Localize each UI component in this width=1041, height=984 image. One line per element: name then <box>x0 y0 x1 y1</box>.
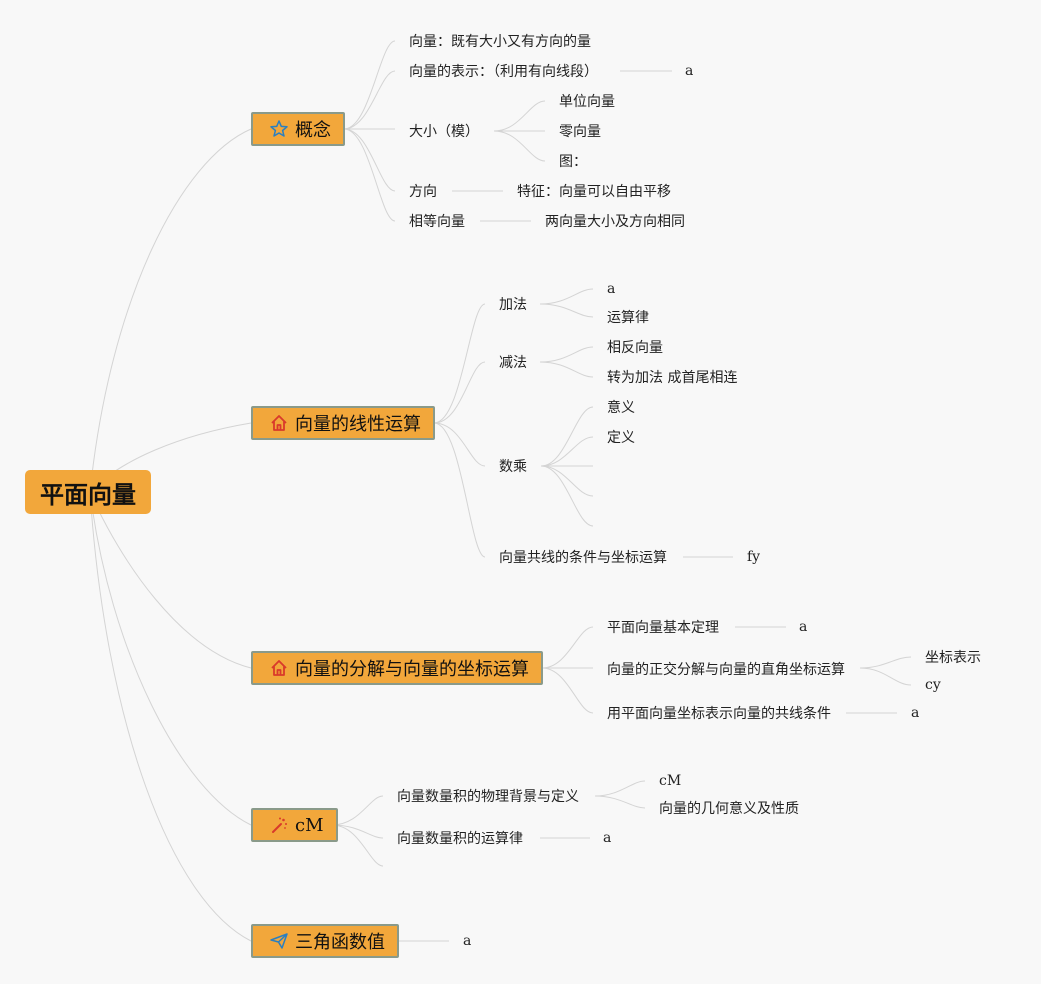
branch-decomposition[interactable]: 向量的分解与向量的坐标运算 <box>251 651 543 685</box>
addition-laws[interactable]: 运算律 <box>607 310 649 326</box>
branch-dot-product[interactable]: cM <box>251 808 338 842</box>
opposite-vector[interactable]: 相反向量 <box>607 340 663 356</box>
star-icon <box>269 119 289 139</box>
unit-vector[interactable]: 单位向量 <box>559 94 615 110</box>
home-icon <box>269 413 289 433</box>
representation-value[interactable]: a <box>685 63 694 79</box>
addition[interactable]: 加法 <box>499 297 527 313</box>
trig-value[interactable]: a <box>463 933 472 949</box>
dot-product-laws-value[interactable]: a <box>603 830 612 846</box>
basic-theorem-value[interactable]: a <box>799 619 808 635</box>
coordinate-collinear-value[interactable]: a <box>911 705 920 721</box>
concept-representation[interactable]: 向量的表示：（利用有向线段） <box>409 64 598 80</box>
scalar-meaning[interactable]: 意义 <box>607 400 635 416</box>
coordinate-value[interactable]: cy <box>925 677 941 693</box>
dot-product-cm[interactable]: cM <box>659 773 682 789</box>
dot-product-background[interactable]: 向量数量积的物理背景与定义 <box>397 789 579 805</box>
root-topic[interactable]: 平面向量 <box>25 470 151 514</box>
dot-product-laws[interactable]: 向量数量积的运算律 <box>397 831 523 847</box>
magic-wand-icon <box>269 815 289 835</box>
zero-vector[interactable]: 零向量 <box>559 124 601 140</box>
collinear-conditions[interactable]: 向量共线的条件与坐标运算 <box>499 550 667 566</box>
scalar-multiplication[interactable]: 数乘 <box>499 459 527 475</box>
concept-magnitude[interactable]: 大小（模） <box>409 124 479 140</box>
branch-label: 向量的线性运算 <box>295 414 421 435</box>
concept-definition[interactable]: 向量：既有大小又有方向的量 <box>409 34 591 50</box>
subtraction[interactable]: 减法 <box>499 355 527 371</box>
branch-label: 概念 <box>295 120 331 141</box>
coordinate-collinear[interactable]: 用平面向量坐标表示向量的共线条件 <box>607 706 831 722</box>
concept-direction[interactable]: 方向 <box>409 184 437 200</box>
convert-to-addition[interactable]: 转为加法 成首尾相连 <box>607 370 738 386</box>
basic-theorem[interactable]: 平面向量基本定理 <box>607 620 719 636</box>
scalar-definition[interactable]: 定义 <box>607 430 635 446</box>
equal-vectors[interactable]: 相等向量 <box>409 214 465 230</box>
direction-feature[interactable]: 特征：向量可以自由平移 <box>517 184 671 200</box>
branch-trig-values[interactable]: 三角函数值 <box>251 924 399 958</box>
branch-label: cM <box>295 814 324 836</box>
collinear-value[interactable]: fy <box>747 549 761 565</box>
dot-product-geometry[interactable]: 向量的几何意义及性质 <box>659 801 799 817</box>
addition-value[interactable]: a <box>607 281 616 297</box>
coordinate-representation[interactable]: 坐标表示 <box>925 650 981 666</box>
send-icon <box>269 931 289 951</box>
orthogonal-decomposition[interactable]: 向量的正交分解与向量的直角坐标运算 <box>607 662 845 678</box>
home-icon <box>269 658 289 678</box>
branch-linear-operations[interactable]: 向量的线性运算 <box>251 406 435 440</box>
branch-label: 向量的分解与向量的坐标运算 <box>295 659 529 680</box>
branch-label: 三角函数值 <box>295 932 385 953</box>
magnitude-figure[interactable]: 图： <box>559 154 587 170</box>
branch-concept[interactable]: 概念 <box>251 112 345 146</box>
equal-vectors-description[interactable]: 两向量大小及方向相同 <box>545 214 685 230</box>
